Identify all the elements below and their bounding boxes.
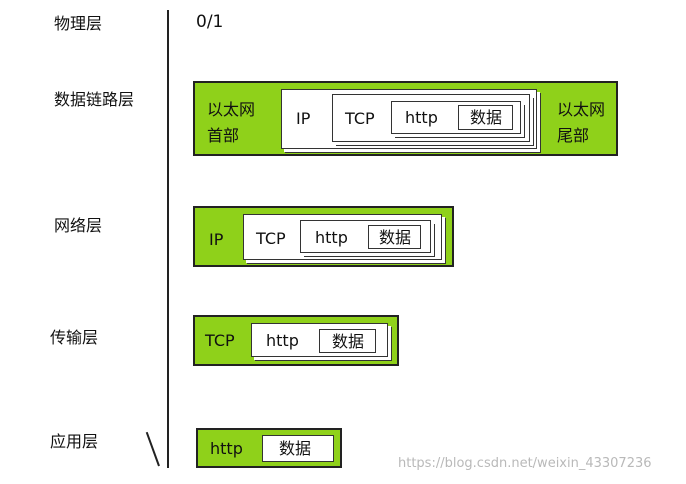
source-watermark: https://blog.csdn.net/weixin_43307236: [398, 456, 652, 471]
layer-label-transport: 传输层: [50, 328, 99, 347]
layer-label-datalink: 数据链路层: [54, 90, 135, 109]
payload-data-label: 数据: [332, 332, 365, 351]
payload-data-box: 数据: [458, 105, 513, 130]
tcp-header-label: TCP: [256, 229, 286, 248]
tcp-header-label: TCP: [345, 109, 375, 128]
tcp-header-label: TCP: [205, 331, 235, 350]
payload-data-label: 数据: [470, 108, 503, 127]
physical-bits-value: 0/1: [196, 12, 224, 32]
layer-label-physical: 物理层: [54, 14, 103, 33]
payload-data-box: 数据: [262, 435, 334, 462]
ethernet-header-line2: 首部: [207, 126, 240, 145]
http-message-box: http 数据: [251, 323, 388, 357]
ethernet-trailer-line1: 以太网: [557, 100, 606, 119]
http-message-box: http 数据: [391, 101, 521, 134]
ip-header-label: IP: [209, 230, 224, 249]
payload-data-box: 数据: [368, 225, 421, 249]
layer-label-application: 应用层: [50, 432, 99, 451]
payload-data-label: 数据: [379, 228, 412, 247]
tcp-segment-box: TCP http 数据: [243, 214, 442, 260]
network-packet: IP TCP http 数据: [193, 206, 454, 267]
tcp-segment-box: TCP http 数据: [332, 94, 530, 142]
http-header-label: http: [210, 439, 243, 458]
http-message-box: http 数据: [300, 220, 431, 253]
ethernet-header-line1: 以太网: [207, 100, 256, 119]
http-header-label: http: [266, 331, 299, 350]
transport-segment: TCP http 数据: [193, 315, 399, 366]
layer-axis-line: [167, 10, 169, 468]
layer-axis-tail: [145, 431, 160, 467]
ip-header-label: IP: [296, 109, 311, 128]
layer-label-network: 网络层: [54, 216, 103, 235]
payload-data-label: 数据: [279, 439, 312, 458]
http-header-label: http: [405, 108, 438, 127]
http-header-label: http: [315, 228, 348, 247]
datalink-frame: 以太网 首部 以太网 尾部 IP TCP http 数据: [193, 81, 618, 156]
ethernet-trailer-line2: 尾部: [557, 126, 590, 145]
application-message: http 数据: [196, 428, 342, 468]
ip-packet-box: IP TCP http 数据: [281, 89, 537, 149]
payload-data-box: 数据: [319, 329, 376, 353]
